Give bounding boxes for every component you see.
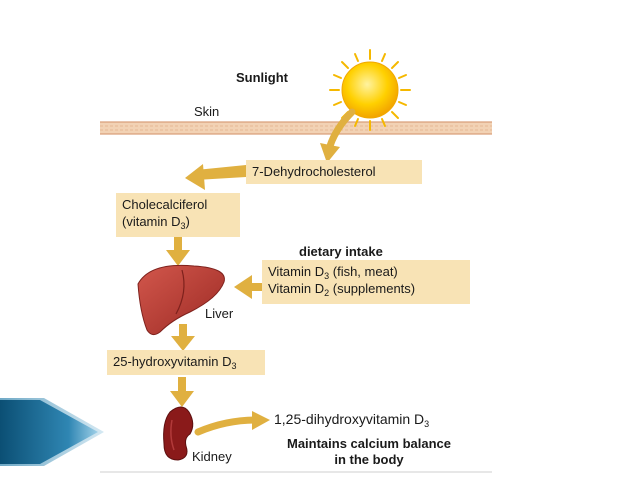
- skin-layer: [100, 121, 492, 135]
- dehydrocholesterol-box: 7-Dehydrocholesterol: [246, 160, 422, 184]
- dietary-intake-label: dietary intake: [299, 244, 383, 259]
- kidney-label: Kidney: [192, 449, 232, 464]
- arrow-liver-to-hydroxy: [171, 324, 195, 351]
- arrow-chole-to-liver: [166, 236, 190, 266]
- cholecalciferol-box: Cholecalciferol (vitamin D3): [116, 193, 240, 237]
- dietary-sources-box: Vitamin D3 (fish, meat) Vitamin D2 (supp…: [262, 260, 470, 304]
- calcium-balance-note: Maintains calcium balance in the body: [286, 436, 451, 467]
- arrow-dehydro-to-chole: [185, 164, 246, 190]
- sunlight-label: Sunlight: [236, 70, 288, 85]
- liver-label: Liver: [205, 306, 234, 321]
- dietary-vitamin-d2-line: Vitamin D2 (supplements): [268, 281, 416, 298]
- dihydroxyvitamin-label: 1,25-dihydroxyvitamin D3: [274, 411, 430, 429]
- skin-label: Skin: [194, 104, 220, 119]
- dietary-vitamin-d3-line: Vitamin D3 (fish, meat): [268, 264, 398, 281]
- arrow-diet-to-liver: [234, 275, 262, 299]
- arrow-hydroxy-to-kidney: [170, 377, 194, 407]
- decorative-ribbon: [0, 398, 104, 466]
- liver-icon: [137, 264, 225, 336]
- arrow-kidney-to-product: [194, 411, 270, 436]
- cholecalciferol-line1: Cholecalciferol: [122, 197, 208, 212]
- kidney-icon: [163, 406, 194, 461]
- arrow-sun-to-skin: [320, 108, 356, 163]
- hydroxyvitamin-box: 25-hydroxyvitamin D3: [107, 350, 265, 375]
- dehydrocholesterol-text: 7-Dehydrocholesterol: [252, 164, 376, 179]
- cholecalciferol-line2: (vitamin D3): [122, 214, 190, 231]
